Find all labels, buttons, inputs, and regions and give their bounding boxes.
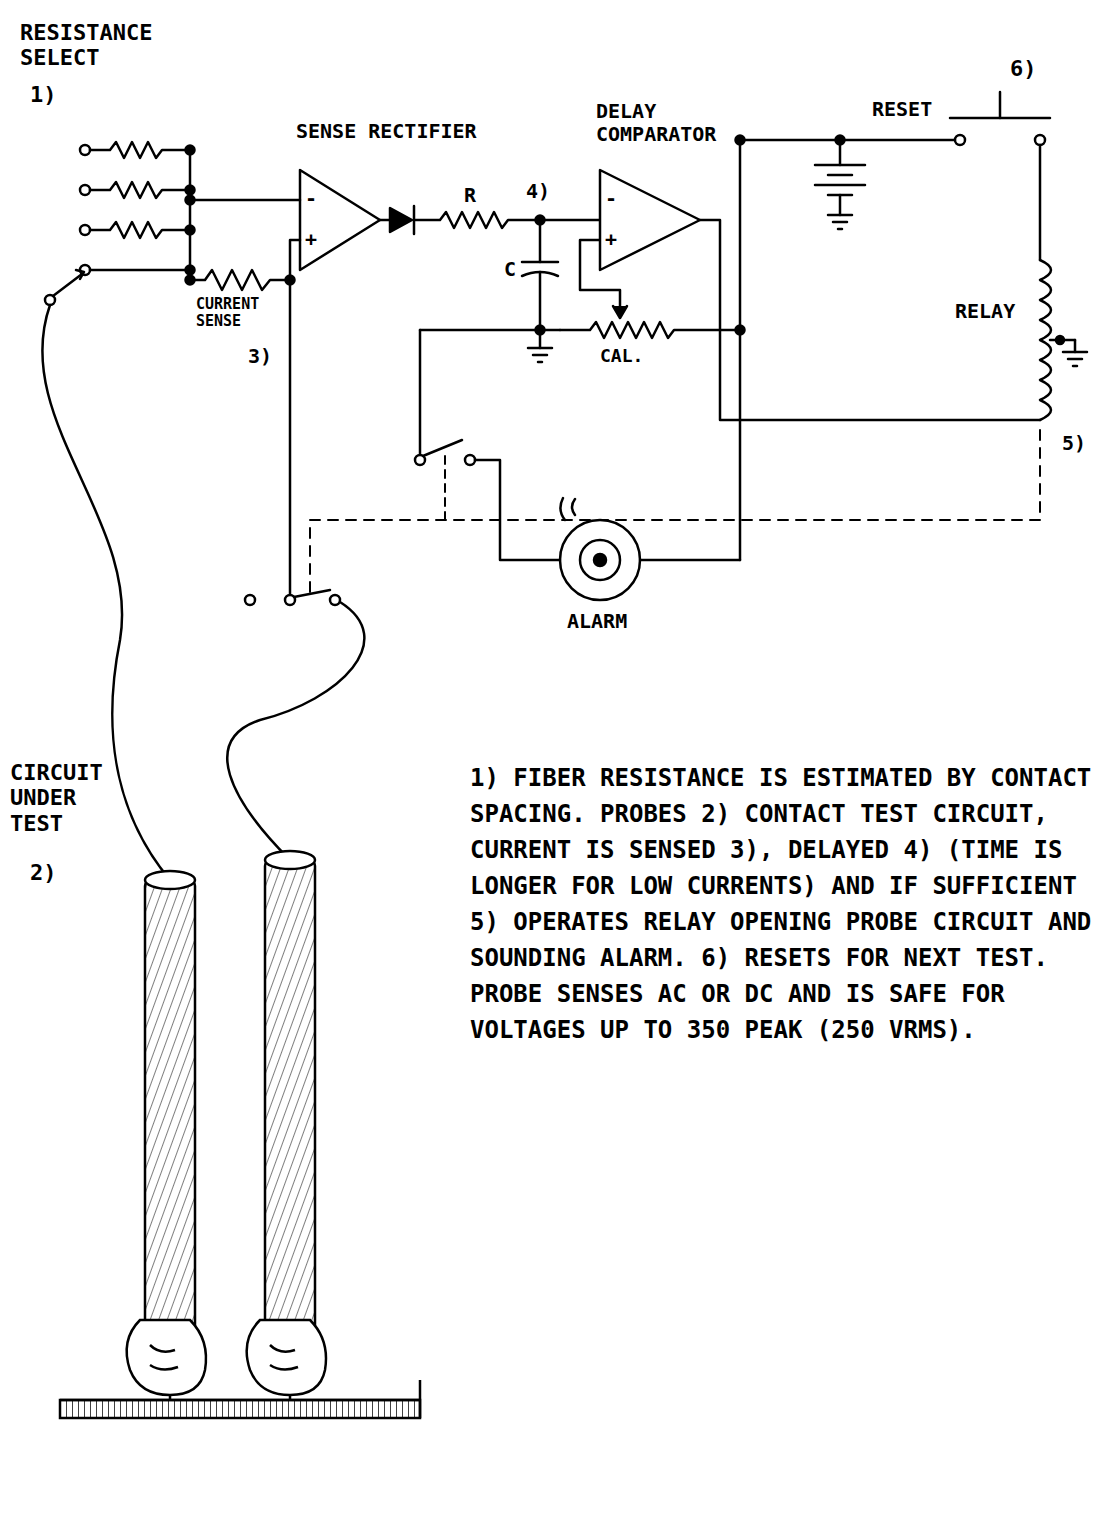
resistor-symbol bbox=[414, 212, 600, 228]
diode-symbol bbox=[390, 206, 414, 234]
pin-sign: + bbox=[305, 228, 317, 251]
component-label: CAL. bbox=[600, 346, 643, 367]
component-label: ALARM bbox=[567, 610, 627, 633]
heading-label: CIRCUIT UNDER TEST bbox=[10, 760, 135, 836]
potentiometer-symbol bbox=[560, 322, 740, 338]
component-label: RELAY bbox=[955, 300, 1015, 323]
comparator-symbol bbox=[600, 170, 700, 270]
probe-lead bbox=[227, 602, 364, 860]
opamp-symbol bbox=[300, 170, 380, 270]
pin-sign: - bbox=[305, 187, 317, 210]
alarm-bell bbox=[560, 498, 740, 600]
battery-symbol bbox=[815, 140, 865, 229]
callout-number: 1) bbox=[30, 82, 57, 107]
probe bbox=[145, 851, 315, 1400]
resistor-symbol bbox=[80, 142, 190, 280]
callout-number: 4) bbox=[526, 180, 550, 203]
pin-sign: + bbox=[605, 228, 617, 251]
component-label: C bbox=[504, 258, 516, 281]
component-label: DELAY COMPARATOR bbox=[596, 100, 736, 146]
capacitor-symbol bbox=[522, 220, 558, 330]
component-label: SENSE RECTIFIER bbox=[296, 120, 486, 143]
selector-switch bbox=[45, 270, 84, 305]
component-label: RESET bbox=[872, 98, 932, 121]
heading-label: RESISTANCE SELECT bbox=[20, 20, 190, 71]
callout-number: 6) bbox=[1010, 56, 1037, 81]
component-label: CURRENT SENSE bbox=[196, 296, 276, 331]
caption-note: 1) FIBER RESISTANCE IS ESTIMATED BY CONT… bbox=[470, 760, 1095, 1048]
reset-button bbox=[950, 92, 1050, 260]
relay-contact bbox=[423, 440, 462, 456]
resistor-symbol bbox=[190, 270, 290, 290]
pin-sign: - bbox=[605, 187, 617, 210]
callout-number: 5) bbox=[1062, 432, 1086, 455]
hand bbox=[127, 1320, 326, 1395]
relay-coil bbox=[1040, 260, 1087, 420]
relay-contact bbox=[294, 590, 330, 597]
callout-number: 3) bbox=[248, 345, 272, 368]
callout-number: 2) bbox=[30, 860, 57, 885]
circuit-board bbox=[60, 1380, 420, 1418]
component-label: R bbox=[464, 184, 476, 207]
